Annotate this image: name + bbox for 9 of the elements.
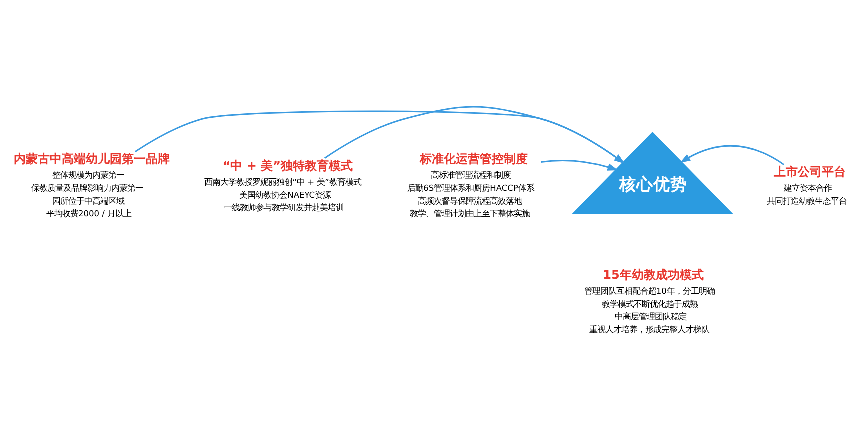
arrow <box>324 106 625 164</box>
node-text: 标准化运营管控制度 高标准管理流程和制度 后勤6S管理体系和厨房HACCP体系 高频次督导保障流程高效落地 教学、管理计划由上至下整体实施 <box>408 152 534 219</box>
node-text: 上市公司平台 建立资本合作 共同打造幼教生态平台 <box>767 164 847 206</box>
arrow <box>541 160 618 171</box>
node-text: “中 + 美”独特教育模式 西南大学教授罗妮丽独创“中 + 美”教育模式 美国幼教协会NAEYC资源 一线教师参与教学研发并赴美培训 <box>204 158 362 213</box>
node-text: 内蒙古中高端幼儿园第一品牌 整体规模为内蒙第一 保教质量及品牌影响力内蒙第一 园所位于中高端区域 平均收费2000 / 月以上 <box>14 152 170 219</box>
node-text: 15年幼教成功模式 管理团队互相配合超10年，分工明确 教学模式不断优化趋于成熟 中高层管理团队稳定 重视人才培养，形成完整人才梯队 <box>584 268 715 334</box>
arrow <box>135 110 625 164</box>
arrow <box>680 145 784 166</box>
